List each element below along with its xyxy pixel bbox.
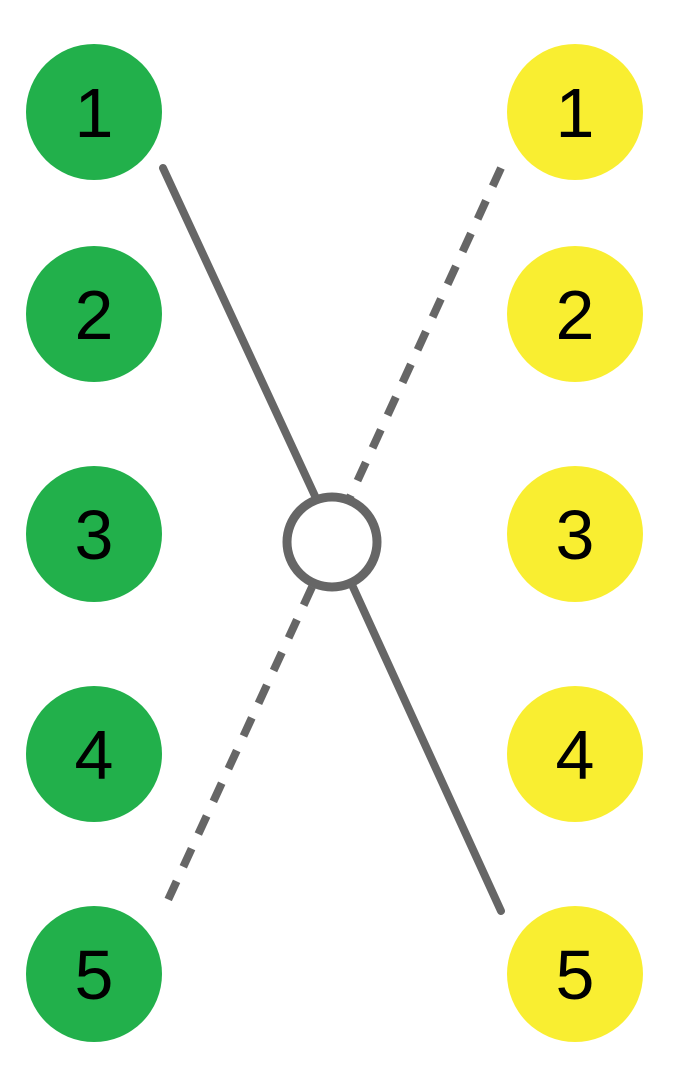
left-node-3-label: 3 <box>75 496 114 574</box>
right-node-2-circle <box>507 246 643 382</box>
left-node-2-circle <box>26 246 162 382</box>
right-node-3-label: 3 <box>556 496 595 574</box>
right-node-2: 2 <box>507 246 643 382</box>
left-node-1: 1 <box>26 44 162 180</box>
left-node-3: 3 <box>26 466 162 602</box>
crossover-hub <box>282 492 382 592</box>
dashed-connector-right1-left5-lower <box>164 585 316 902</box>
left-node-2: 2 <box>26 246 162 382</box>
left-node-5-circle <box>26 906 162 1042</box>
dashed-connector-right1-left5 <box>346 166 505 499</box>
left-node-1-label: 1 <box>75 74 114 152</box>
right-node-5-label: 5 <box>556 936 595 1014</box>
left-node-3-circle <box>26 466 162 602</box>
right-node-1: 1 <box>507 44 643 180</box>
left-node-4: 4 <box>26 686 162 822</box>
left-node-4-label: 4 <box>75 716 114 794</box>
right-node-5-circle <box>507 906 643 1042</box>
right-node-1-label: 1 <box>556 74 595 152</box>
left-node-1-circle <box>26 44 162 180</box>
right-node-4-circle <box>507 686 643 822</box>
solid-connector-left1-right5 <box>159 164 319 500</box>
solid-connector-left1-right5-lower <box>349 583 505 915</box>
left-node-5: 5 <box>26 906 162 1042</box>
right-node-2-label: 2 <box>556 276 595 354</box>
left-node-4-circle <box>26 686 162 822</box>
right-node-5: 5 <box>507 906 643 1042</box>
right-node-4: 4 <box>507 686 643 822</box>
right-node-4-label: 4 <box>556 716 595 794</box>
right-node-3-circle <box>507 466 643 602</box>
right-node-1-circle <box>507 44 643 180</box>
left-node-2-label: 2 <box>75 276 114 354</box>
right-node-3: 3 <box>507 466 643 602</box>
left-node-5-label: 5 <box>75 936 114 1014</box>
